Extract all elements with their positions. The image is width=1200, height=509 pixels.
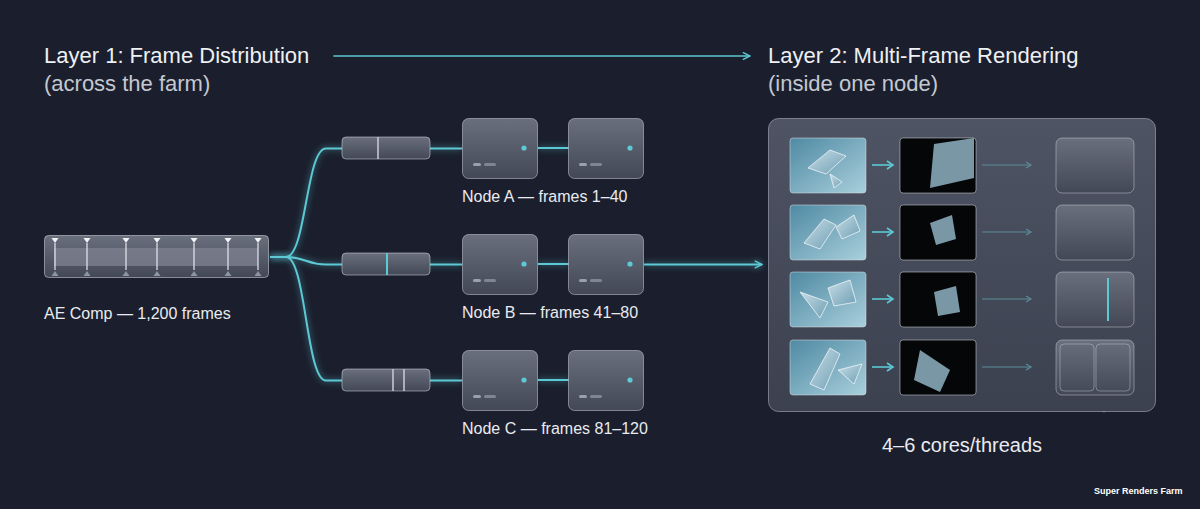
split-box (342, 253, 430, 275)
render-node-pair: Node B — frames 41–80 (462, 234, 644, 322)
heading-arrow (333, 55, 750, 57)
render-node-pair: Node A — frames 1–40 (462, 118, 644, 206)
node-label: Node C — frames 81–120 (462, 420, 648, 438)
render-node-pair-shape (462, 234, 644, 295)
node-label: AE Comp — 1,200 frames (44, 305, 270, 323)
layer-heading: Layer 1: Frame Distribution (44, 43, 309, 69)
node-label: Node A — frames 1–40 (462, 188, 644, 206)
render-node-pair: Node C — frames 81–120 (462, 350, 648, 438)
layer-subheading: (inside one node) (768, 71, 938, 97)
node-label: 4–6 cores/threads (768, 434, 1156, 457)
multi-frame-panel: 4–6 cores/threads (768, 118, 1156, 457)
multi-frame-panel-shape (768, 118, 1156, 412)
layer-subheading: (across the farm) (44, 71, 210, 97)
split-box (342, 369, 430, 391)
flow-connector (270, 149, 462, 258)
watermark: Super Renders Farm (1094, 486, 1183, 496)
render-node-pair-shape (462, 118, 644, 179)
comp-timeline: AE Comp — 1,200 frames (44, 235, 270, 323)
split-box (342, 137, 430, 159)
layer-heading: Layer 2: Multi-Frame Rendering (768, 43, 1079, 69)
comp-timeline-shape (44, 235, 270, 279)
node-label: Node B — frames 41–80 (462, 304, 644, 322)
render-node-pair-shape (462, 350, 648, 411)
flow-connector (270, 257, 462, 381)
flow-connector (644, 264, 762, 266)
